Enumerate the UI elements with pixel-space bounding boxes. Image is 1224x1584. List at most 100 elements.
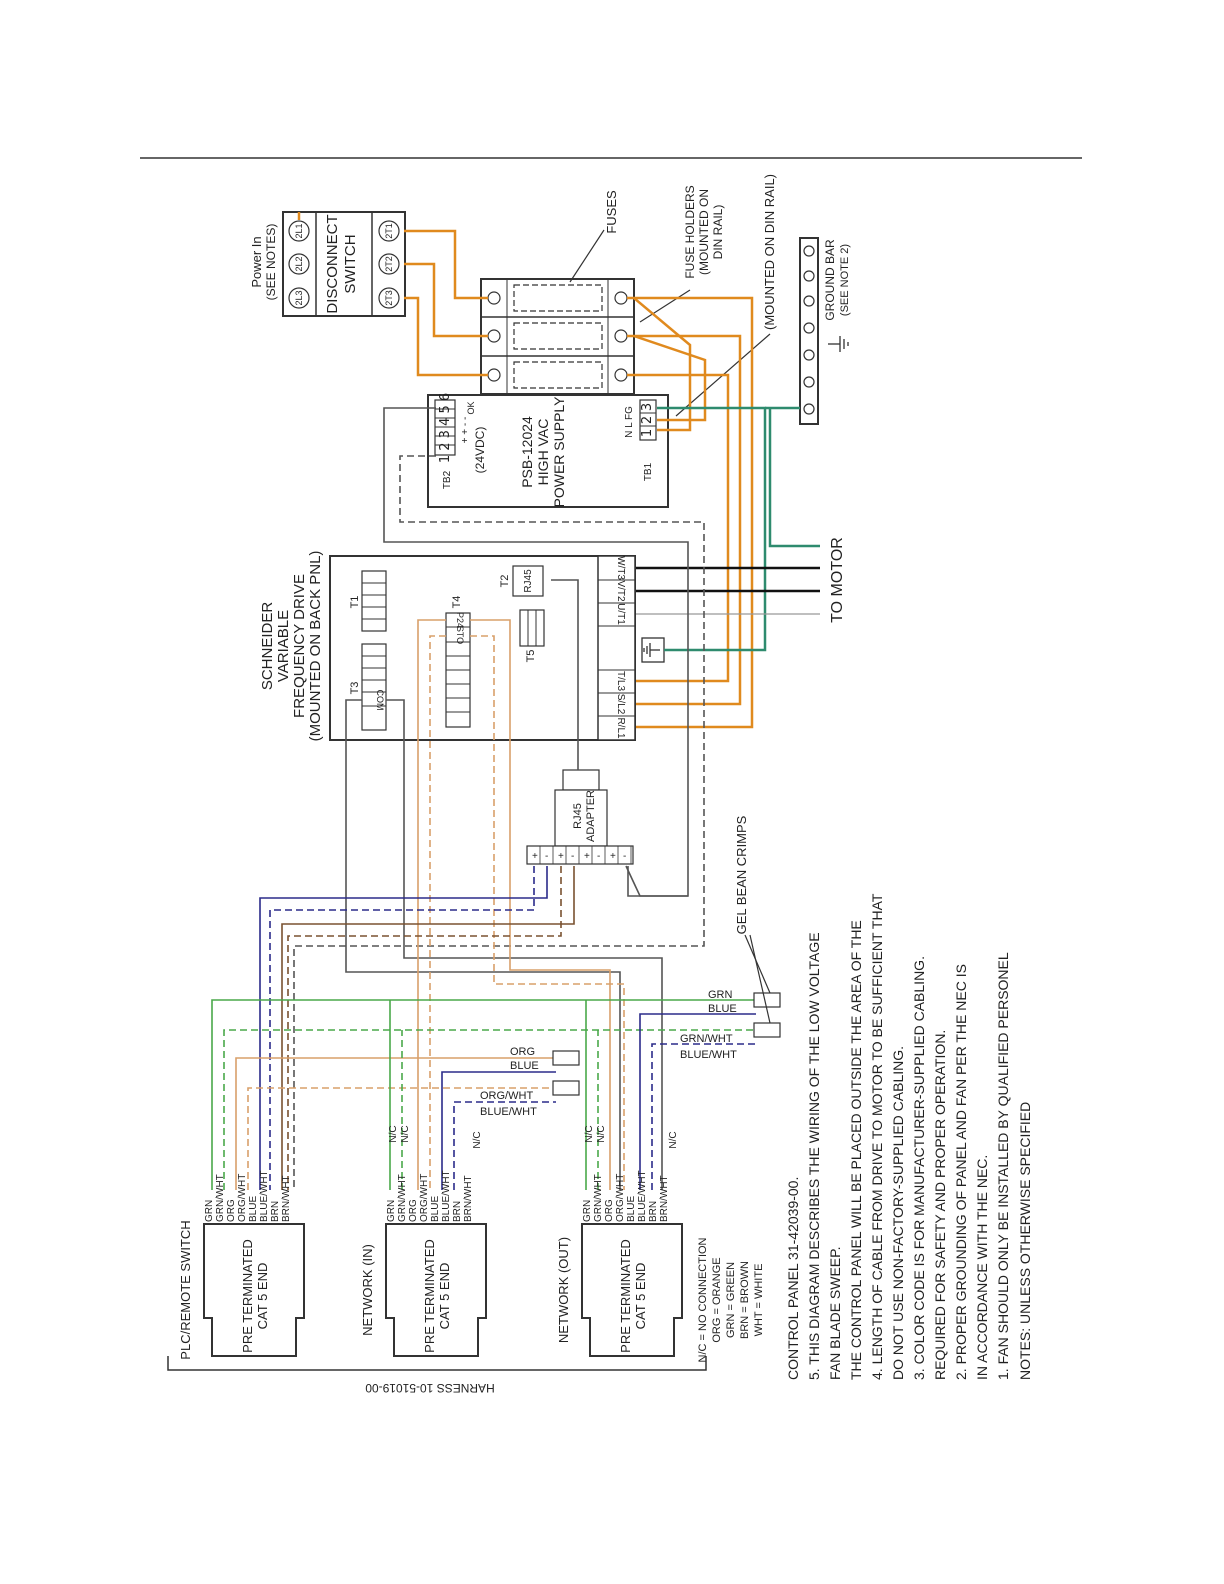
adapter-pin: - (571, 851, 574, 862)
crimp-a2: BLUE (708, 1003, 737, 1015)
connector-name: NETWORK (IN) (360, 1244, 375, 1336)
connector-wire-label: BRN/WHT (281, 1175, 292, 1222)
t3-terminal (361, 643, 387, 731)
com-label: COM (375, 690, 385, 711)
out-u-t1: U/T1 (615, 603, 626, 625)
connector-wire-label: ORG/WHT (419, 1174, 430, 1222)
rj45-adapter: RJ45 ADAPTER +-+-+-+- (526, 769, 634, 865)
connector-body-line2: CAT 5 END (437, 1263, 452, 1330)
notes-title: NOTES: UNLESS OTHERWISE SPECIFIED (1017, 1102, 1033, 1380)
wire-blue-run (639, 1013, 756, 1190)
connector-wire-label: BRN (270, 1201, 281, 1222)
din-rail-label: (MOUNTED ON DIN RAIL) (762, 174, 777, 330)
in-t-l3: T/L3 (615, 671, 626, 691)
nc-label: N/C (668, 1131, 679, 1148)
wire-p24-out (470, 619, 611, 1190)
connector-wire-label: ORG (604, 1199, 615, 1222)
note-line: IN ACCORDANCE WITH THE NEC. (974, 1155, 990, 1380)
wire-ground-vfd (657, 406, 767, 652)
disconnect-bottom-terminals: 2T3 2T2 2T1 (378, 220, 400, 309)
connector-wire-label: GRN/WHT (593, 1174, 604, 1222)
connector-wire-label: BRN (648, 1201, 659, 1222)
ok-label: OK (466, 401, 476, 414)
nc-label: N/C (388, 1125, 399, 1142)
connector-wire-label: BLUE/WHT (637, 1170, 648, 1222)
wire-orgwht-run (247, 1087, 556, 1190)
connector-wire-label: BRN/WHT (463, 1175, 474, 1222)
wire-r-l1 (627, 296, 754, 729)
legend-nc: N/C = NO CONNECTION (697, 1237, 709, 1362)
crimp-b1: GRN/WHT (680, 1033, 733, 1045)
connector-wire-label: GRN (582, 1200, 593, 1222)
tb1-pin-1: 1 (640, 429, 655, 437)
note-line: DO NOT USE NON-FACTORY-SUPPLIED CABLING. (890, 1046, 906, 1380)
terminal-2t2: 2T2 (384, 256, 394, 272)
tb2-polarity: + + - - (460, 417, 471, 444)
adapter-pin: + (532, 851, 538, 862)
wire-24vdc-plus (383, 407, 689, 897)
disconnect-title: DISCONNECT (324, 214, 341, 313)
connector-wire-label: BLUE/WHT (441, 1170, 452, 1222)
vfd-title3: FREQUENCY DRIVE (291, 574, 308, 718)
connector-body (385, 1223, 487, 1357)
fuse-block: FUSES FUSE HOLDERS (MOUNTED ON DIN RAIL)… (480, 174, 777, 417)
connector-name: PLC/REMOTE SWITCH (178, 1220, 193, 1359)
terminal-2t1: 2T1 (384, 223, 394, 239)
connector-wire-label: GRN (386, 1200, 397, 1222)
connector-wire-label: ORG/WHT (615, 1174, 626, 1222)
terminal-2t3: 2T3 (384, 290, 394, 306)
out-v-t2: V/T2 (615, 580, 626, 602)
nc-label: N/C (472, 1131, 483, 1148)
terminal-2l2: 2L2 (294, 256, 304, 271)
wire-com-out (345, 699, 621, 1190)
note-line: THE CONTROL PANEL WILL BE PLACED OUTSIDE… (848, 920, 864, 1380)
fuse-holders-note2: DIN RAIL) (711, 205, 725, 260)
tb1-terminal-block (639, 399, 657, 441)
t3-label: T3 (349, 682, 361, 695)
vfd-title1: SCHNEIDER (259, 602, 276, 691)
connector-wire-label: BLUE (248, 1196, 259, 1222)
p24-label: P24 (455, 612, 465, 628)
connector-body-line2: CAT 5 END (633, 1263, 648, 1330)
wire-sto (429, 635, 446, 1190)
note-line: FAN BLADE SWEEP. (827, 1246, 843, 1380)
out-w-t3: W/T3 (615, 556, 626, 580)
t5-terminal (519, 609, 545, 647)
disconnect-subtitle: SWITCH (342, 234, 359, 293)
legend-wht: WHT = WHITE (753, 1264, 765, 1337)
adapter-pin: + (558, 851, 564, 862)
terminal-2l3: 2L3 (294, 290, 304, 305)
dc-voltage-label: (24VDC) (473, 427, 487, 474)
rj45-port (512, 565, 544, 597)
notes: NOTES: UNLESS OTHERWISE SPECIFIED 1. FAN … (785, 893, 1033, 1380)
wire-brn-plc (281, 866, 575, 1190)
wire-adapter-tail (625, 865, 688, 897)
harness-bracket (167, 1356, 707, 1371)
tb2-label: TB2 (442, 470, 453, 489)
connector-wire-label: GRN (204, 1200, 215, 1222)
psu-line2: HIGH VAC (535, 419, 551, 486)
wire-blue-plc (259, 866, 548, 1190)
power-supply: 1 2 3 4 5 6 TB2 + + - - (24VDC) OK PSB-1… (427, 393, 669, 508)
connector-body-line1: PRE TERMINATED (240, 1239, 255, 1353)
t5-label: T5 (525, 650, 537, 663)
t2-label: T2 (499, 575, 511, 588)
disconnect-top-terminals: 2L3 2L2 2L1 (288, 220, 310, 309)
gel-label: GEL BEAN CRIMPS (734, 815, 749, 934)
connector-body (581, 1223, 683, 1357)
t4-label: T4 (451, 596, 463, 609)
in-r-l1: R/L1 (615, 717, 626, 739)
connector-name: NETWORK (OUT) (556, 1237, 571, 1343)
wire-rj45 (551, 579, 579, 770)
wire-t-l3 (627, 373, 730, 683)
adapter-label2: ADAPTER (585, 790, 597, 842)
crimp-a1: GRN (708, 989, 733, 1001)
wire-orange-1 (404, 229, 488, 300)
legend-grn: GRN = GREEN (725, 1262, 737, 1338)
connector-wire-label: BRN (452, 1201, 463, 1222)
wire-bluewht-run (651, 1043, 756, 1190)
note-line: 1. FAN SHOULD ONLY BE INSTALLED BY QUALI… (995, 952, 1011, 1380)
terminal-2l1: 2L1 (294, 223, 304, 238)
